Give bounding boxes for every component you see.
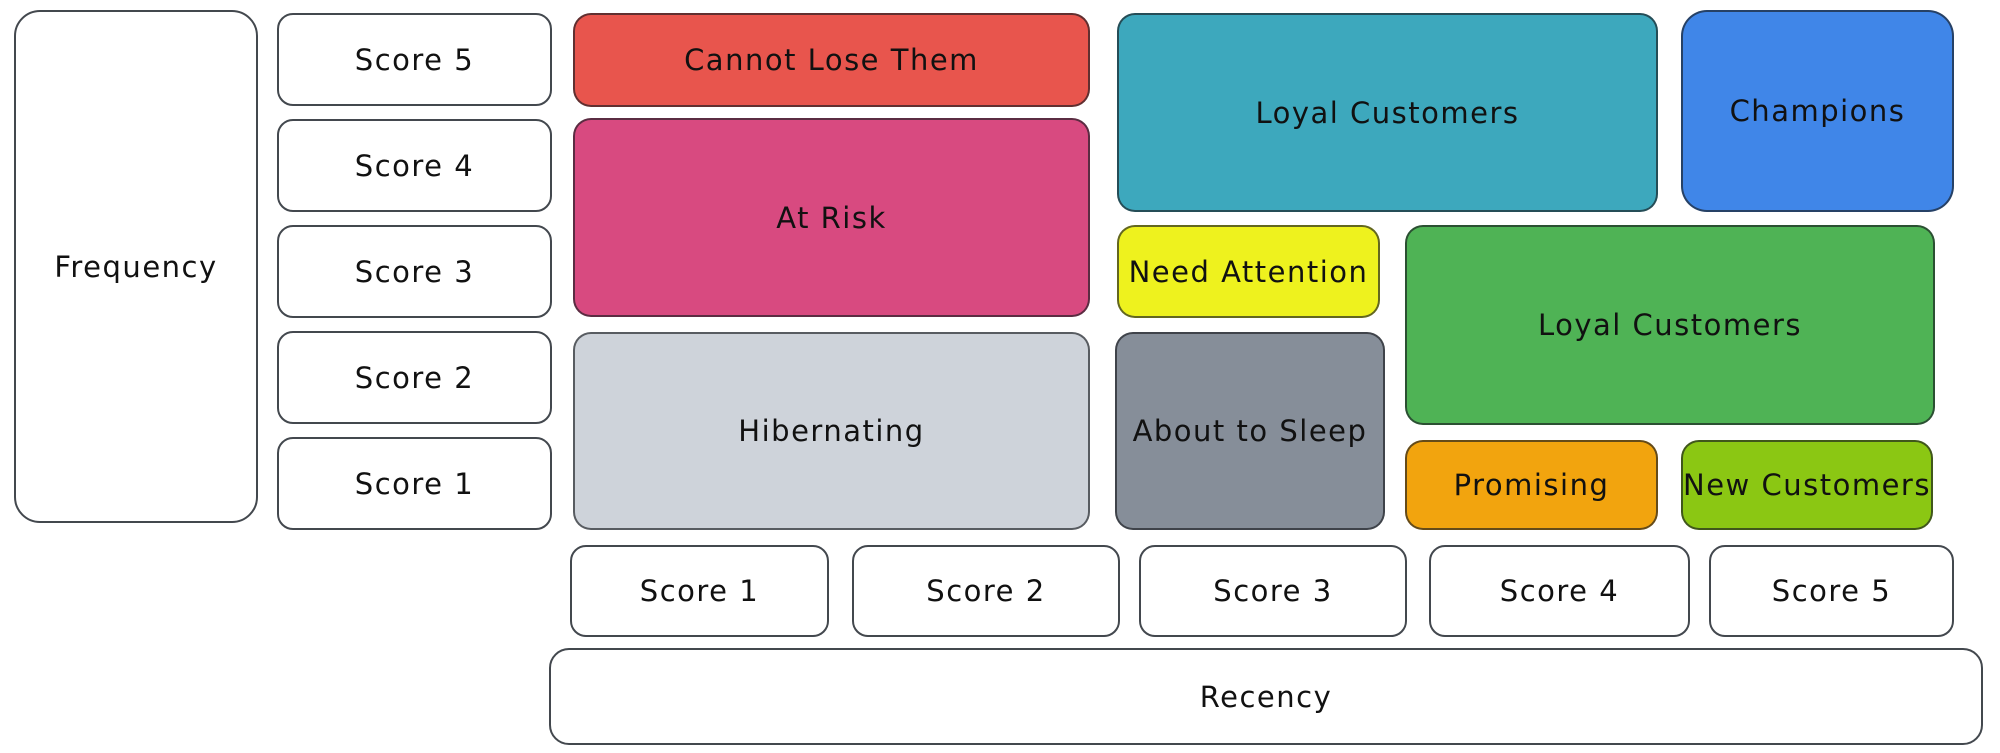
frequency-score-4-label: Score 4 <box>354 148 475 183</box>
recency-score-4-box: Score 4 <box>1429 545 1690 637</box>
recency-score-3-label: Score 3 <box>1213 574 1333 608</box>
segment-at-risk-label: At Risk <box>776 200 887 235</box>
frequency-score-1-label: Score 1 <box>354 466 475 501</box>
segment-need-attention-label: Need Attention <box>1128 254 1369 289</box>
recency-score-3-box: Score 3 <box>1139 545 1407 637</box>
segment-new-customers-label: New Customers <box>1683 468 1931 502</box>
recency-axis-box: Recency <box>549 648 1983 745</box>
recency-score-4-label: Score 4 <box>1499 574 1620 608</box>
segment-need-attention: Need Attention <box>1117 225 1380 318</box>
segment-promising: Promising <box>1405 440 1658 530</box>
frequency-score-3-label: Score 3 <box>354 254 475 289</box>
recency-score-1-box: Score 1 <box>570 545 829 637</box>
segment-about-to-sleep: About to Sleep <box>1115 332 1385 530</box>
segment-hibernating-label: Hibernating <box>738 414 925 448</box>
segment-loyal-customers-mid: Loyal Customers <box>1405 225 1935 425</box>
frequency-score-5-label: Score 5 <box>354 42 475 77</box>
segment-loyal-customers-top-label: Loyal Customers <box>1255 95 1520 130</box>
segment-loyal-customers-top: Loyal Customers <box>1117 13 1658 212</box>
frequency-score-2-box: Score 2 <box>277 331 552 424</box>
frequency-score-4-box: Score 4 <box>277 119 552 212</box>
segment-about-to-sleep-label: About to Sleep <box>1132 414 1368 448</box>
segment-champions: Champions <box>1681 10 1954 212</box>
recency-score-5-box: Score 5 <box>1709 545 1954 637</box>
recency-score-2-label: Score 2 <box>926 574 1046 608</box>
frequency-axis-box: Frequency <box>14 10 258 523</box>
segment-cannot-lose-them-label: Cannot Lose Them <box>684 43 979 77</box>
frequency-score-1-box: Score 1 <box>277 437 552 530</box>
recency-score-1-label: Score 1 <box>639 574 760 608</box>
segment-at-risk: At Risk <box>573 118 1090 317</box>
segment-new-customers: New Customers <box>1681 440 1933 530</box>
frequency-score-5-box: Score 5 <box>277 13 552 106</box>
segment-promising-label: Promising <box>1453 468 1610 502</box>
segment-champions-label: Champions <box>1729 94 1906 128</box>
frequency-score-2-label: Score 2 <box>354 360 475 395</box>
segment-hibernating: Hibernating <box>573 332 1090 530</box>
recency-score-5-label: Score 5 <box>1771 574 1892 608</box>
segment-cannot-lose-them: Cannot Lose Them <box>573 13 1090 107</box>
recency-score-2-box: Score 2 <box>852 545 1120 637</box>
frequency-score-3-box: Score 3 <box>277 225 552 318</box>
recency-axis-label: Recency <box>1199 679 1333 714</box>
segment-loyal-customers-mid-label: Loyal Customers <box>1537 308 1803 342</box>
frequency-axis-label: Frequency <box>54 249 218 284</box>
